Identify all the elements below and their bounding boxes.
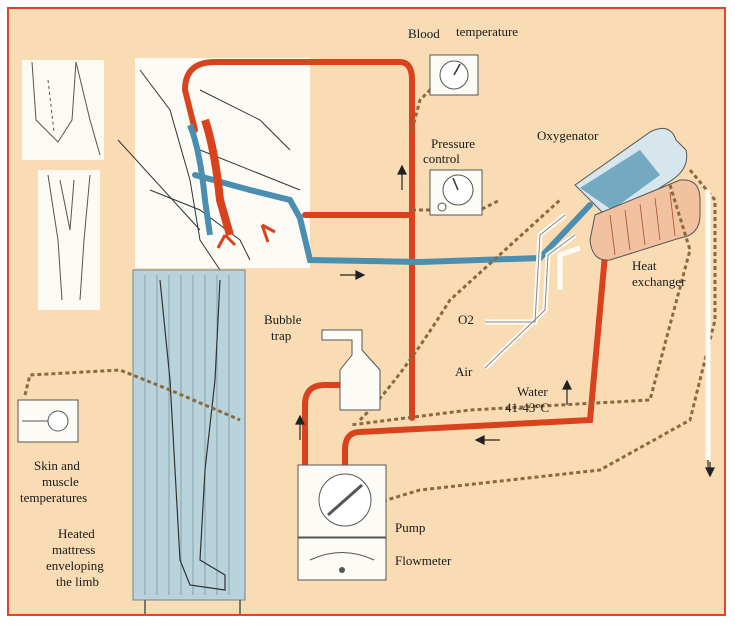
label-water: Water [517,384,548,399]
label-the-limb: the limb [56,574,99,589]
flowmeter-box [297,537,387,581]
label-pump: Pump [395,520,426,535]
label-flowmeter: Flowmeter [395,553,452,568]
mattress-legs [144,600,241,614]
heated-mattress [132,269,246,601]
bubble-trap [321,329,381,411]
vessel-drawing [187,118,276,249]
label-blood: Blood [408,26,440,41]
label-heated: Heated [58,526,95,541]
leg-drawing [117,69,301,271]
blood-temperature-gauge [429,54,479,96]
heat-exchanger [589,179,701,261]
label-skin: Skin and [34,458,80,473]
label-control: control [423,151,460,166]
skin-temperature-box [17,399,79,443]
label-heat: Heat [632,258,657,273]
label-trap: trap [271,328,292,343]
limb-outline [159,279,226,591]
anatomy-back-sketch [38,170,100,310]
label-mattress: mattress [52,542,96,557]
label-temperatures: temperatures [20,490,88,505]
label-enveloping: enveloping [46,558,104,573]
surgical-field [135,58,310,268]
label-water-temp: 41-43°C [505,400,550,415]
pressure-control-gauge [429,169,483,216]
oxygenator [574,127,688,221]
label-bubble: Bubble [264,312,302,327]
label-muscle: muscle [42,474,79,489]
label-temperature: temperature [456,24,519,39]
label-air: Air [455,364,473,379]
label-oxygenator: Oxygenator [537,128,599,143]
venous-line [192,172,593,266]
flow-arrows [295,164,715,478]
label-exchanger: exchanger [632,274,686,289]
pump-box [297,464,387,538]
label-o2: O2 [458,312,474,327]
label-pressure: Pressure [431,136,476,151]
anatomy-front-sketch [22,60,104,160]
